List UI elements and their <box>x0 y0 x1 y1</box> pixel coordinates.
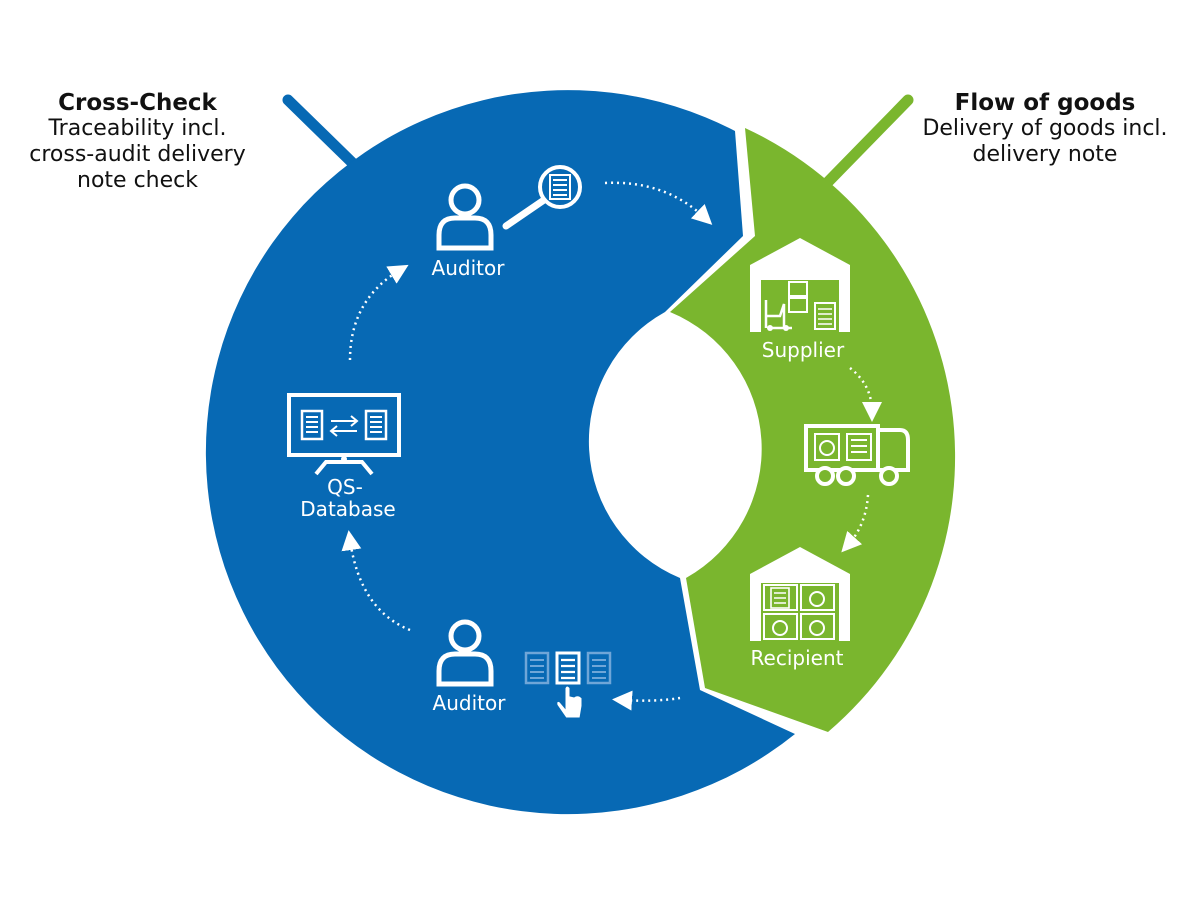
recipient-label: Recipient <box>751 646 844 670</box>
magnifier-icon <box>502 165 582 230</box>
auditor-top-icon <box>436 183 494 251</box>
truck-icon <box>804 424 910 486</box>
cross-check-callout: Cross-Check Traceability incl. cross-aud… <box>10 90 265 194</box>
cross-check-line-2: cross-audit delivery <box>29 142 246 167</box>
flow-of-goods-callout: Flow of goods Delivery of goods incl. de… <box>905 90 1185 168</box>
cross-check-line-1: Traceability incl. <box>48 116 227 141</box>
arrow-database-to-auditor <box>348 264 409 361</box>
delivery-notes-icon <box>524 651 612 685</box>
arrow-supplier-to-truck <box>849 367 882 422</box>
auditor-bottom-icon <box>436 619 494 687</box>
warehouse-recipient-icon <box>750 547 850 641</box>
cross-check-title: Cross-Check <box>58 90 217 116</box>
warehouse-supplier-icon <box>750 238 850 332</box>
supplier-label: Supplier <box>762 338 845 362</box>
flow-of-goods-line-2: delivery note <box>972 142 1118 167</box>
auditor-top-label: Auditor <box>432 256 506 280</box>
flow-of-goods-ring-segment <box>670 128 956 732</box>
flow-of-goods-line-1: Delivery of goods incl. <box>922 116 1168 141</box>
qs-database-label-line-1: QS- <box>327 475 363 499</box>
flow-of-goods-pointer <box>820 94 914 190</box>
qs-database-label-line-2: Database <box>300 497 395 521</box>
auditor-bottom-label: Auditor <box>433 691 507 715</box>
cross-check-line-3: note check <box>77 168 198 193</box>
cross-check-ring-segment <box>205 90 796 815</box>
pointer-hand-icon <box>556 685 583 719</box>
flow-of-goods-title: Flow of goods <box>954 90 1136 116</box>
arrow-auditor-to-supplier <box>604 181 713 225</box>
monitor-icon <box>287 393 401 476</box>
